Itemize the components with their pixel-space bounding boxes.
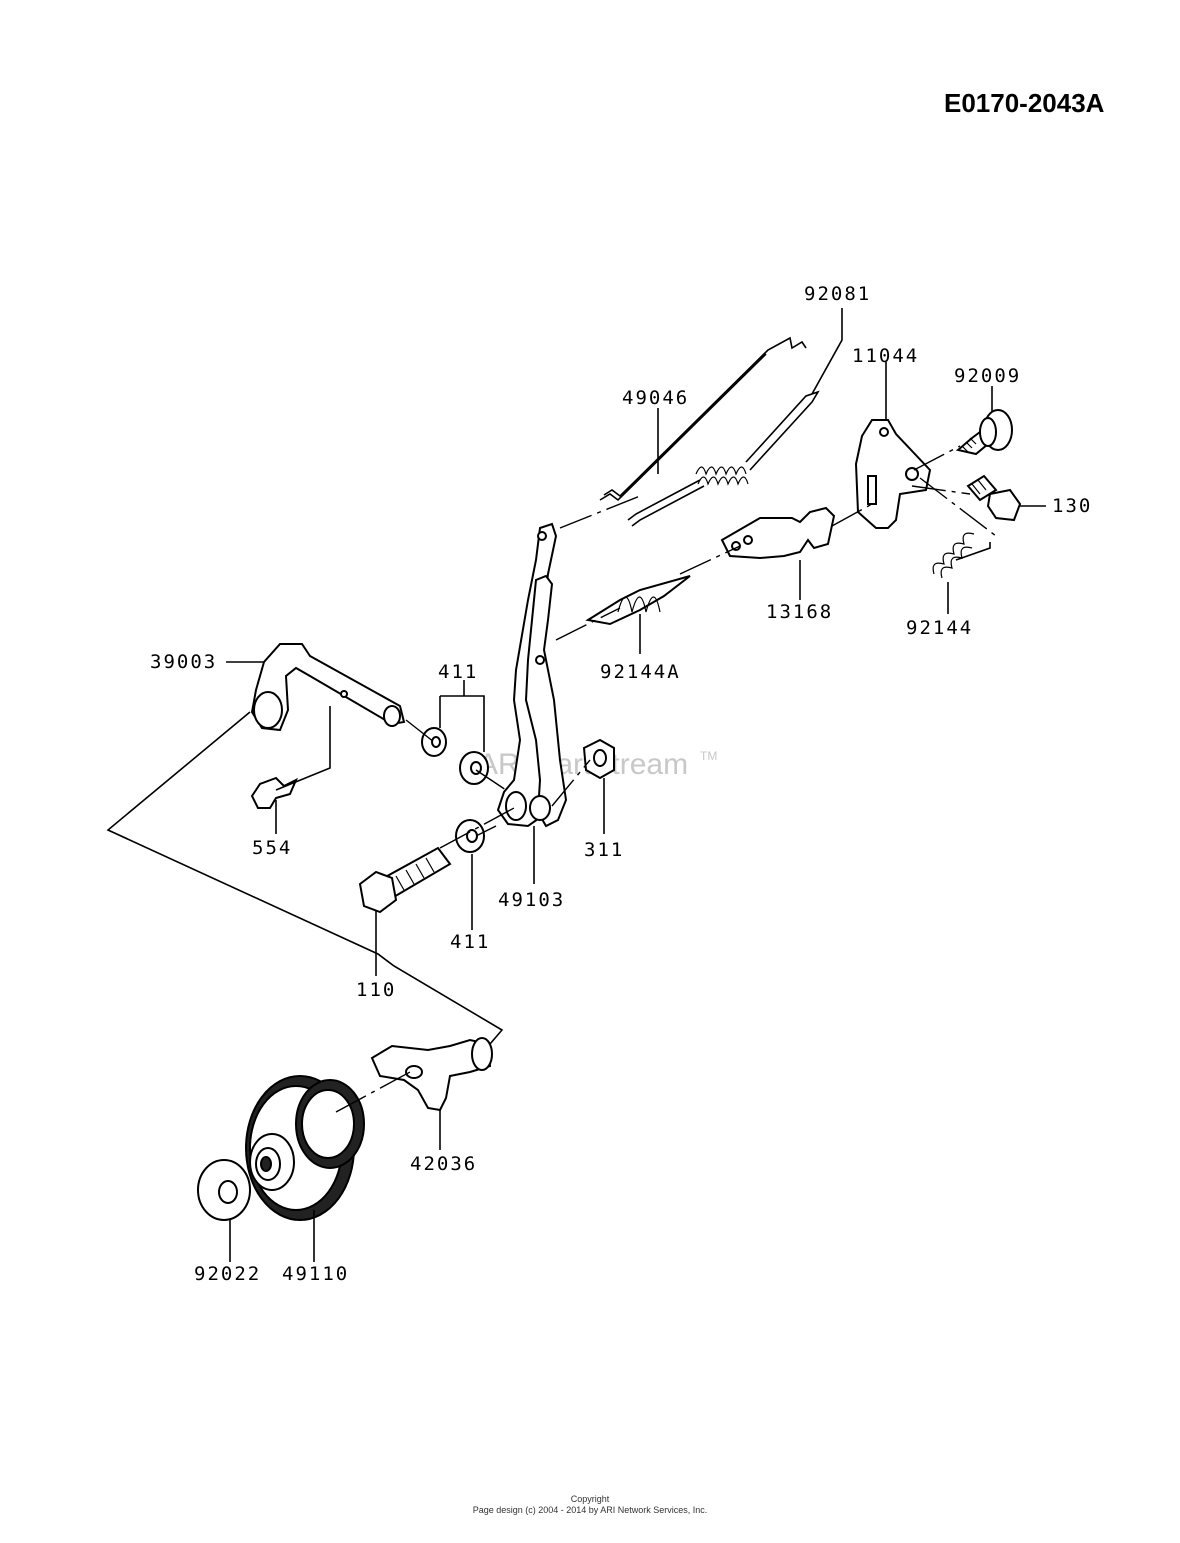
footer-copyright: Copyright	[570, 1494, 610, 1504]
part-label-92009: 92009	[954, 365, 1021, 387]
part-label-39003: 39003	[150, 651, 217, 673]
washer-411-lower	[455, 819, 485, 853]
part-label-411-lower: 411	[450, 931, 490, 953]
part-label-49110: 49110	[282, 1263, 349, 1285]
part-label-13168: 13168	[766, 601, 833, 623]
governor-rod-49046	[599, 336, 807, 502]
assembly-lines	[106, 445, 997, 1113]
diagram-id: E0170-2043A	[944, 88, 1105, 118]
part-label-130: 130	[1052, 495, 1092, 517]
governor-arm-49103	[496, 522, 568, 828]
governor-shaft-39003	[250, 643, 406, 732]
nut-311	[582, 738, 615, 780]
part-label-92144: 92144	[906, 617, 973, 639]
spring-92144	[932, 532, 975, 579]
footer: Copyright Page design (c) 2004 - 2014 by…	[0, 1494, 1180, 1516]
governor-shaft-42036	[370, 1037, 493, 1112]
clip-554	[250, 776, 298, 809]
bolt-130	[966, 474, 1022, 522]
footer-page-design: Page design (c) 2004 - 2014 by ARI Netwo…	[472, 1505, 708, 1515]
part-label-92022: 92022	[194, 1263, 261, 1285]
part-label-554: 554	[252, 837, 292, 859]
watermark: ARI PartStream TM	[478, 748, 717, 781]
governor-gear-49110	[245, 1075, 365, 1221]
svg-text:ARI PartStream: ARI PartStream	[478, 748, 688, 781]
bracket-11044	[854, 419, 932, 529]
part-label-311: 311	[584, 839, 624, 861]
part-label-11044: 11044	[852, 345, 919, 367]
bolt-110	[358, 846, 452, 914]
part-label-92144A: 92144A	[600, 661, 681, 683]
washer-92022	[197, 1159, 251, 1221]
washers-411-upper	[421, 727, 489, 785]
part-label-110: 110	[356, 979, 396, 1001]
part-label-49103: 49103	[498, 889, 565, 911]
part-label-42036: 42036	[410, 1153, 477, 1175]
bracket-13168	[720, 506, 836, 560]
part-labels: 92081 11044 92009 49046 130 13168 92144 …	[150, 283, 1092, 1285]
part-label-411-upper: 411	[438, 661, 478, 683]
svg-text:TM: TM	[700, 749, 717, 763]
part-label-49046: 49046	[622, 387, 689, 409]
leader-lines	[226, 308, 1046, 1262]
part-label-92081: 92081	[804, 283, 871, 305]
adjusting-bolt-92009	[955, 409, 1013, 456]
spring-rod-92081	[627, 390, 820, 527]
